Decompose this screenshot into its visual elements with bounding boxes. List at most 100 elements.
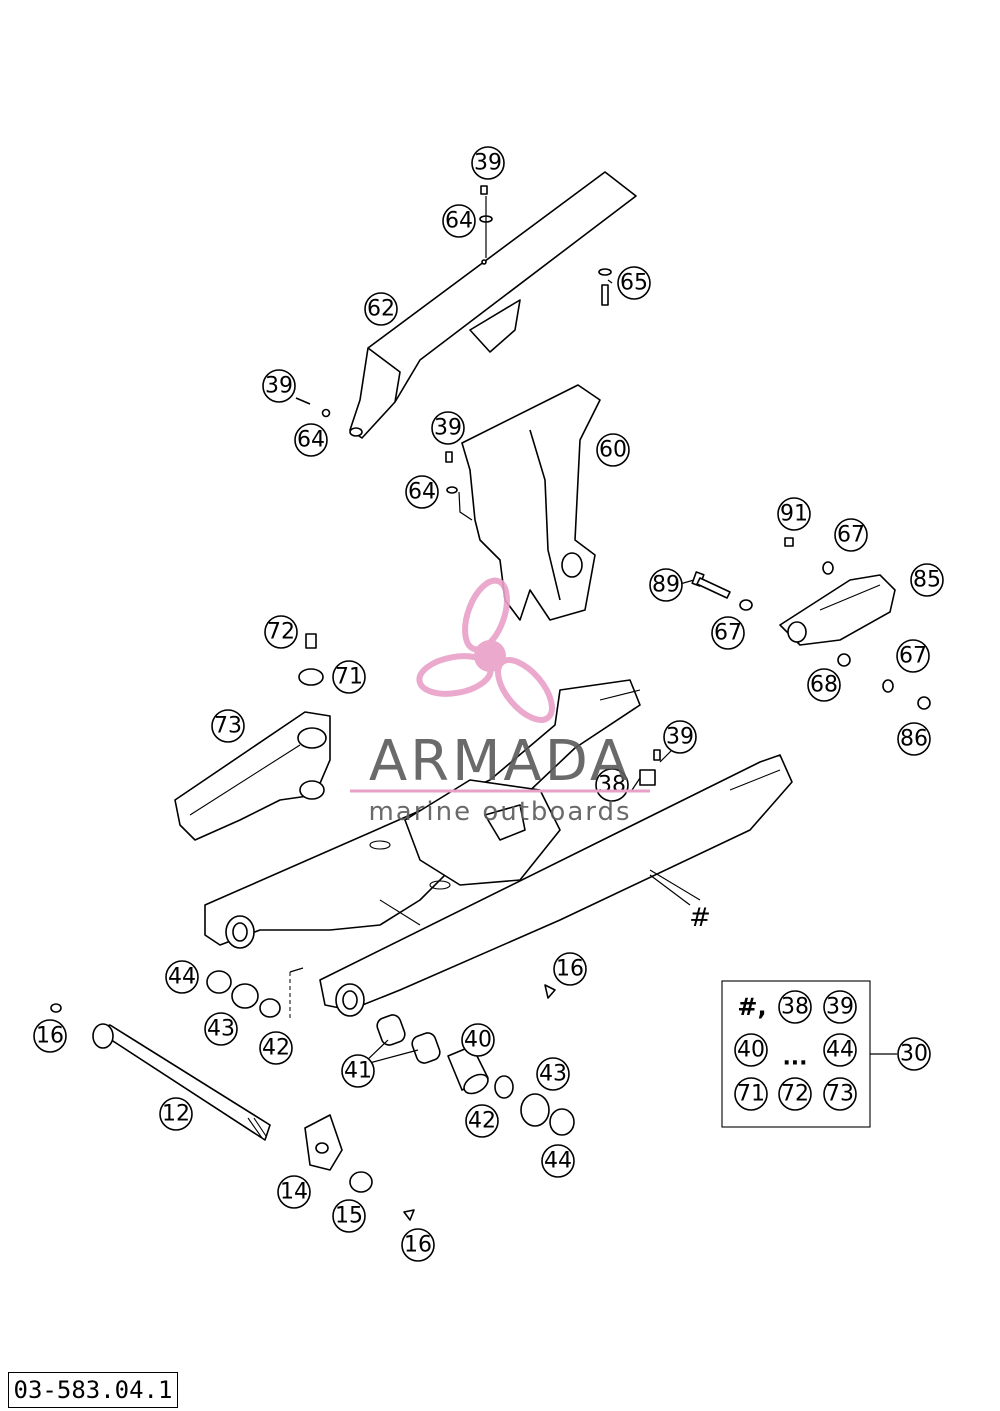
callout-label: 72: [267, 620, 295, 645]
callout-c64c: 64: [405, 475, 439, 509]
callout-label: 40: [464, 1028, 492, 1053]
callout-label: 44: [826, 1038, 854, 1063]
callout-c44b: 44: [541, 1144, 575, 1178]
swingarm-hash-mark: #: [689, 903, 711, 933]
callout-c60: 60: [596, 433, 630, 467]
chain-guide-part: [779, 574, 896, 646]
washer-part: [882, 679, 894, 693]
kit-hash-label: #,: [737, 993, 766, 1021]
callout-label: 39: [265, 374, 293, 399]
callout-c86: 86: [897, 722, 931, 756]
propeller-logo: [416, 577, 555, 723]
callout-label: 91: [780, 502, 808, 527]
callout-c43a: 43: [204, 1012, 238, 1046]
kit-callout-4: 44: [823, 1033, 857, 1067]
callout-label: 39: [434, 416, 462, 441]
callout-label: 72: [781, 1082, 809, 1107]
chain-slider-part: [174, 711, 331, 841]
nut-part: [837, 653, 851, 667]
washer-part: [739, 599, 753, 611]
nut-part: [403, 1209, 415, 1221]
callout-label: 86: [900, 727, 928, 752]
callout-label: 73: [214, 714, 242, 739]
bushing-part: [376, 1014, 441, 1064]
callout-label: 16: [36, 1024, 64, 1049]
callout-c64b: 64: [294, 423, 328, 457]
callout-c39b: 39: [262, 369, 296, 403]
callout-c14: 14: [277, 1175, 311, 1209]
callout-label: 44: [544, 1149, 572, 1174]
swingarm-part: [204, 679, 793, 1017]
callout-c30: 30: [897, 1037, 931, 1071]
callout-label: 60: [599, 438, 627, 463]
callout-label: 16: [404, 1233, 432, 1258]
callout-c16b: 16: [553, 952, 587, 986]
callout-c16c: 16: [401, 1228, 435, 1262]
screw-part: [305, 633, 317, 649]
callout-c71a: 71: [332, 660, 366, 694]
callout-c43b: 43: [536, 1057, 570, 1091]
seal-part: [206, 970, 232, 994]
callout-label: 71: [737, 1082, 765, 1107]
callout-label: 12: [162, 1102, 190, 1127]
callout-c39d: 39: [663, 720, 697, 754]
callout-label: 44: [168, 965, 196, 990]
callout-label: 71: [335, 665, 363, 690]
callout-label: 73: [826, 1082, 854, 1107]
callout-c62: 62: [364, 292, 398, 326]
callout-label: 38: [598, 773, 626, 798]
callout-label: 39: [666, 725, 694, 750]
callout-label: 89: [652, 573, 680, 598]
callout-label: 16: [556, 957, 584, 982]
callout-label: 62: [367, 297, 395, 322]
seal-part: [549, 1108, 575, 1136]
callout-c67a: 67: [834, 518, 868, 552]
callout-c65: 65: [617, 266, 651, 300]
callout-label: 43: [207, 1017, 235, 1042]
callout-c41: 41: [341, 1054, 375, 1088]
nut-part: [917, 696, 931, 710]
callout-label: 41: [344, 1059, 372, 1084]
callout-c38a: 38: [595, 768, 629, 802]
nut-part: [544, 984, 556, 999]
callout-label: 67: [714, 621, 742, 646]
nut-part: [50, 1003, 62, 1013]
callout-label: 38: [781, 995, 809, 1020]
chain-slider-guard-part: [445, 384, 601, 621]
callout-c67c: 67: [896, 639, 930, 673]
kit-callout-7: 73: [823, 1077, 857, 1111]
kit-callout-1: 38: [778, 990, 812, 1024]
callout-label: 64: [408, 480, 436, 505]
o-ring-part: [494, 1075, 514, 1099]
spacer-tube-part: [447, 1045, 489, 1095]
callout-label: 42: [468, 1109, 496, 1134]
washer-part: [822, 561, 834, 575]
bushing-part: [298, 668, 324, 686]
kit-callout-5: 71: [734, 1077, 768, 1111]
callout-label: 68: [810, 673, 838, 698]
bolt-part: [691, 571, 731, 599]
nut-part: [349, 1171, 373, 1193]
callout-c42b: 42: [465, 1104, 499, 1138]
drawing-number: 03-583.04.1: [8, 1372, 178, 1408]
callout-c39a: 39: [471, 146, 505, 180]
callout-label: 67: [899, 644, 927, 669]
callout-c72a: 72: [264, 615, 298, 649]
callout-c16a: 16: [33, 1019, 67, 1053]
screw-part: [295, 185, 612, 418]
callout-c42a: 42: [259, 1031, 293, 1065]
callout-c64a: 64: [442, 204, 476, 238]
kit-callout-6: 72: [778, 1077, 812, 1111]
callout-label: 15: [335, 1204, 363, 1229]
callout-label: 39: [826, 995, 854, 1020]
bearing-part: [231, 983, 259, 1009]
callout-c15: 15: [332, 1199, 366, 1233]
callout-c67b: 67: [711, 616, 745, 650]
callout-label: 64: [297, 428, 325, 453]
callout-label: 65: [620, 271, 648, 296]
callout-label: 64: [445, 209, 473, 234]
callout-label: 43: [539, 1062, 567, 1087]
callout-c91: 91: [777, 497, 811, 531]
